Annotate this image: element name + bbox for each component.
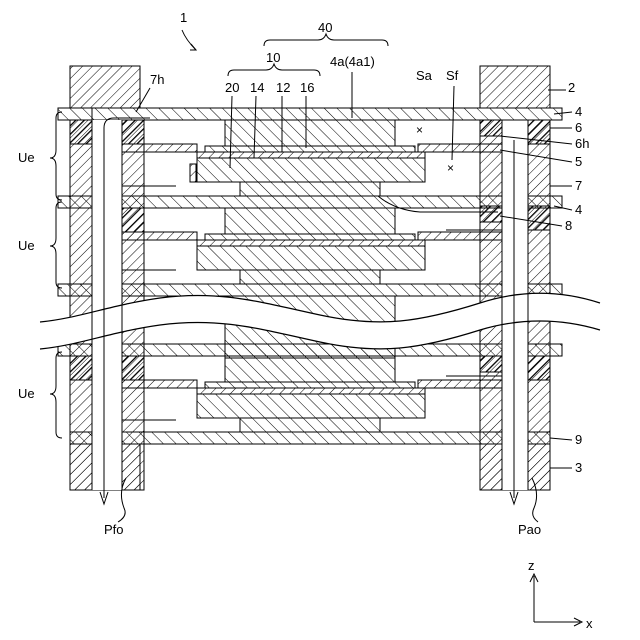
axis-z-label: z	[528, 558, 535, 573]
seal-right-inner-1	[480, 120, 502, 136]
ref-2: 2	[568, 80, 575, 95]
ref-stack-40: 40	[318, 20, 332, 35]
frame-plate-5b-right	[418, 232, 502, 240]
ref-16: 16	[300, 80, 314, 95]
mea-3-top	[205, 382, 415, 388]
mea-3-mid	[197, 388, 425, 394]
ref-12: 12	[276, 80, 290, 95]
anode-block-3	[240, 418, 380, 432]
outlet-air-label: Pao	[518, 522, 541, 537]
mea-2-bot	[197, 246, 425, 270]
seal-left-inner-1	[122, 120, 144, 144]
cell-unit-label-1: Ue	[18, 150, 35, 165]
ref-main: 1	[180, 10, 187, 25]
marker-sa: ×	[416, 123, 423, 137]
label-sf: Sf	[446, 68, 459, 83]
brace-10	[228, 64, 320, 76]
ref-14: 14	[250, 80, 264, 95]
ref-7h: 7h	[150, 72, 164, 87]
ref-6h: 6h	[575, 136, 589, 151]
stack-lower-section	[58, 286, 562, 490]
seal-right-outer-3	[528, 356, 550, 380]
separator-block-5	[225, 356, 395, 382]
seal-right-outer-2	[528, 206, 550, 230]
mea-layer-16	[205, 146, 415, 152]
mea-3-bot	[197, 394, 425, 418]
interconnector-5	[58, 344, 562, 356]
leader-9	[550, 438, 572, 440]
frame-plate-5-right	[418, 144, 502, 152]
frame-plate-5c-left	[122, 380, 197, 388]
mea-layer-12	[197, 152, 425, 158]
brace-ue-2	[50, 202, 62, 288]
brace-40	[264, 34, 388, 46]
axis-x-label: x	[586, 616, 593, 631]
ref-6: 6	[575, 120, 582, 135]
anode-block-1	[240, 182, 380, 196]
ref-3: 3	[575, 460, 582, 475]
ref-separator-4a: 4a(4a1)	[330, 54, 375, 69]
bottom-plate-9	[70, 432, 550, 444]
seal-left-outer-3	[70, 356, 92, 380]
seal-right-inner-3	[480, 356, 502, 372]
ref-8: 8	[565, 218, 572, 233]
mea-layer-20	[190, 164, 196, 182]
ref-4-mid: 4	[575, 202, 582, 217]
ref-mea-10: 10	[266, 50, 280, 65]
cell-unit-label-2: Ue	[18, 238, 35, 253]
outlet-fuel-label: Pfo	[104, 522, 124, 537]
ref-4-top: 4	[575, 104, 582, 119]
frame-plate-5-left	[122, 144, 197, 152]
ref-7: 7	[575, 178, 582, 193]
seal-left-inner-3	[122, 356, 144, 380]
seal-left-inner-2	[122, 208, 144, 232]
separator-4a	[225, 120, 395, 146]
mea-2-mid	[197, 240, 425, 246]
marker-sf: ×	[447, 161, 454, 175]
label-sa: Sa	[416, 68, 433, 83]
interconnector-2	[58, 196, 562, 208]
anode-block-2	[240, 270, 380, 284]
frame-plate-5b-left	[122, 232, 197, 240]
cell-unit-label-3: Ue	[18, 386, 35, 401]
separator-block-2	[225, 208, 395, 234]
brace-ue-1	[50, 112, 62, 200]
air-manifold-6h	[502, 136, 528, 490]
mea-layer-14	[197, 158, 425, 182]
ref-9: 9	[575, 432, 582, 447]
ref-5: 5	[575, 154, 582, 169]
brace-ue-3	[50, 352, 62, 438]
end-plate-left	[70, 66, 140, 108]
mea-2-top	[205, 234, 415, 240]
interconnector-3	[58, 284, 562, 296]
frame-plate-5c-right	[418, 380, 502, 388]
end-plate-right	[480, 66, 550, 108]
seal-left-outer-1	[70, 120, 92, 144]
fuel-manifold-7h	[92, 120, 122, 490]
ref-20: 20	[225, 80, 239, 95]
